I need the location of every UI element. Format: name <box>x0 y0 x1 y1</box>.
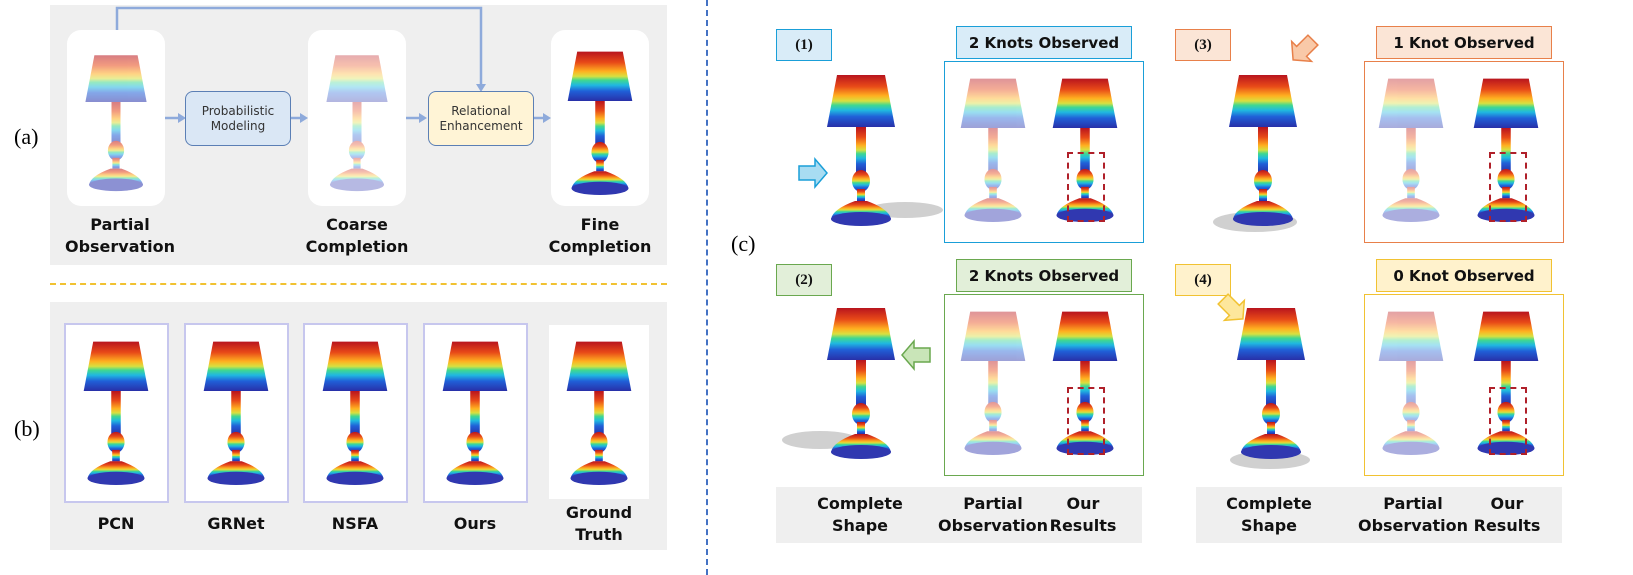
case-4-result-frame <box>1364 294 1564 476</box>
case-3-highlight <box>1489 152 1527 222</box>
case-4-highlight <box>1489 387 1527 455</box>
case-1-result-frame <box>944 61 1144 243</box>
label-a: (a) <box>14 124 39 149</box>
case-1-title: 2 Knots Observed <box>956 26 1132 59</box>
case-3-title: 1 Knot Observed <box>1376 26 1552 59</box>
method-label-nsfa: NSFA <box>331 514 379 533</box>
panel-c-footer-left <box>776 487 1142 543</box>
section-divider <box>50 283 667 285</box>
case-2-title: 2 Knots Observed <box>956 259 1132 292</box>
method-label-pcn: PCN <box>97 514 135 533</box>
case-1-highlight <box>1067 152 1105 222</box>
case-3-number: (3) <box>1175 29 1231 61</box>
label-b: (b) <box>14 416 40 441</box>
case-2-number: (2) <box>776 264 832 296</box>
method-label-ours: Ours <box>453 514 497 533</box>
case-1-number: (1) <box>776 29 832 61</box>
case-4-number: (4) <box>1175 264 1231 296</box>
case-4-title: 0 Knot Observed <box>1376 259 1552 292</box>
case-2-highlight <box>1067 387 1105 455</box>
case-3-result-frame <box>1364 61 1564 243</box>
panel-divider <box>706 0 708 575</box>
label-c: (c) <box>731 231 756 256</box>
case-2-result-frame <box>944 294 1144 476</box>
panel-c-footer-right <box>1196 487 1562 543</box>
method-label-grnet: GRNet <box>207 514 265 533</box>
